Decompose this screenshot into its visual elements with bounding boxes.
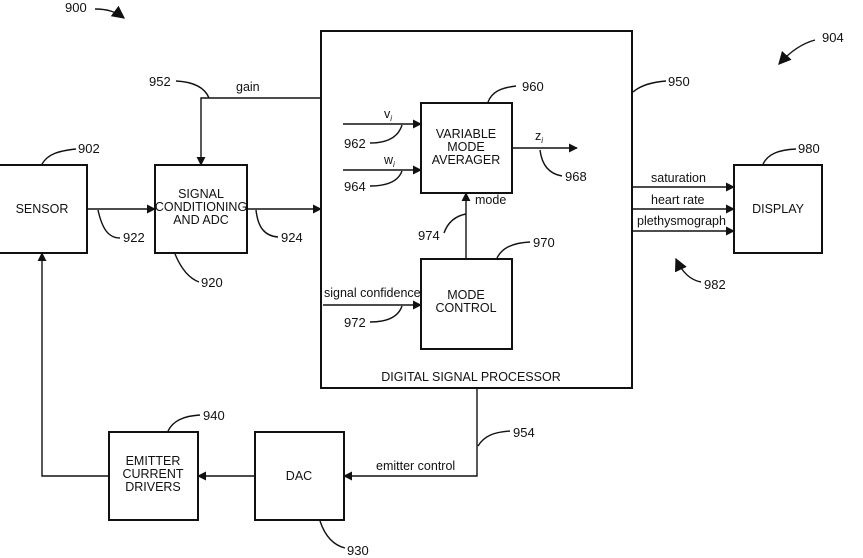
gain-label: gain <box>236 80 260 94</box>
ref-970: 970 <box>533 235 555 250</box>
variable-mode-averager-block: VARIABLE MODE AVERAGER <box>421 103 512 193</box>
heart-rate-label: heart rate <box>651 193 705 207</box>
ref-924-leader <box>256 210 278 237</box>
ref-920-leader <box>175 254 199 282</box>
ref-964: 964 <box>344 179 366 194</box>
figure-ref-900-arrow <box>95 9 124 18</box>
ref-982-arrow <box>676 259 701 282</box>
dac-block: DAC <box>255 432 344 520</box>
ref-952-leader <box>176 81 209 98</box>
display-label: DISPLAY <box>752 202 805 216</box>
ref-920: 920 <box>201 275 223 290</box>
emitter-control-label: emitter control <box>376 459 455 473</box>
mode-control-block: MODE CONTROL <box>421 259 512 349</box>
mode-control-label-line1: MODE <box>447 288 485 302</box>
display-block: DISPLAY <box>734 165 822 253</box>
dac-label: DAC <box>286 469 312 483</box>
ref-954: 954 <box>513 425 535 440</box>
ref-960: 960 <box>522 79 544 94</box>
emitter-label-line3: DRIVERS <box>125 480 181 494</box>
ref-950: 950 <box>668 74 690 89</box>
ref-980-leader <box>763 149 796 164</box>
emitter-label-line1: EMITTER <box>126 454 181 468</box>
ref-972: 972 <box>344 315 366 330</box>
ref-922: 922 <box>123 230 145 245</box>
signal-conditioning-label-line1: SIGNAL <box>178 187 224 201</box>
signal-conditioning-block: SIGNAL CONDITIONING AND ADC <box>155 165 247 253</box>
ref-982: 982 <box>704 277 726 292</box>
ref-952: 952 <box>149 74 171 89</box>
signal-conditioning-label-line3: AND ADC <box>173 213 229 227</box>
plethysmograph-label: plethysmograph <box>637 214 726 228</box>
ref-950-leader <box>633 81 666 92</box>
dsp-label: DIGITAL SIGNAL PROCESSOR <box>381 370 560 384</box>
ref-968: 968 <box>565 169 587 184</box>
sensor-label: SENSOR <box>16 202 69 216</box>
vma-label-line3: AVERAGER <box>432 153 501 167</box>
ref-924: 924 <box>281 230 303 245</box>
ref-902-leader <box>42 149 76 164</box>
ref-930: 930 <box>347 543 369 558</box>
ref-904-arrow <box>779 40 815 64</box>
ref-974: 974 <box>418 228 440 243</box>
vma-label-line1: VARIABLE <box>436 127 496 141</box>
ref-980: 980 <box>798 141 820 156</box>
figure-ref-900: 900 <box>65 0 87 15</box>
ref-930-leader <box>320 521 345 548</box>
mode-control-label-line2: CONTROL <box>435 301 496 315</box>
emitter-label-line2: CURRENT <box>122 467 183 481</box>
ref-902: 902 <box>78 141 100 156</box>
emitter-current-drivers-block: EMITTER CURRENT DRIVERS <box>109 432 198 520</box>
sensor-block: SENSOR <box>0 165 87 253</box>
signal-conditioning-label-line2: CONDITIONING <box>155 200 247 214</box>
ref-940-leader <box>168 415 200 431</box>
vma-label-line2: MODE <box>447 140 485 154</box>
ref-922-leader <box>98 210 120 238</box>
ref-940: 940 <box>203 408 225 423</box>
emitter-to-sensor-line <box>42 253 109 476</box>
saturation-label: saturation <box>651 171 706 185</box>
ref-962: 962 <box>344 136 366 151</box>
gain-line <box>201 98 321 165</box>
ref-954-leader <box>478 431 510 446</box>
signal-confidence-label: signal confidence <box>324 286 421 300</box>
mode-label: mode <box>475 193 506 207</box>
ref-904: 904 <box>822 30 844 45</box>
